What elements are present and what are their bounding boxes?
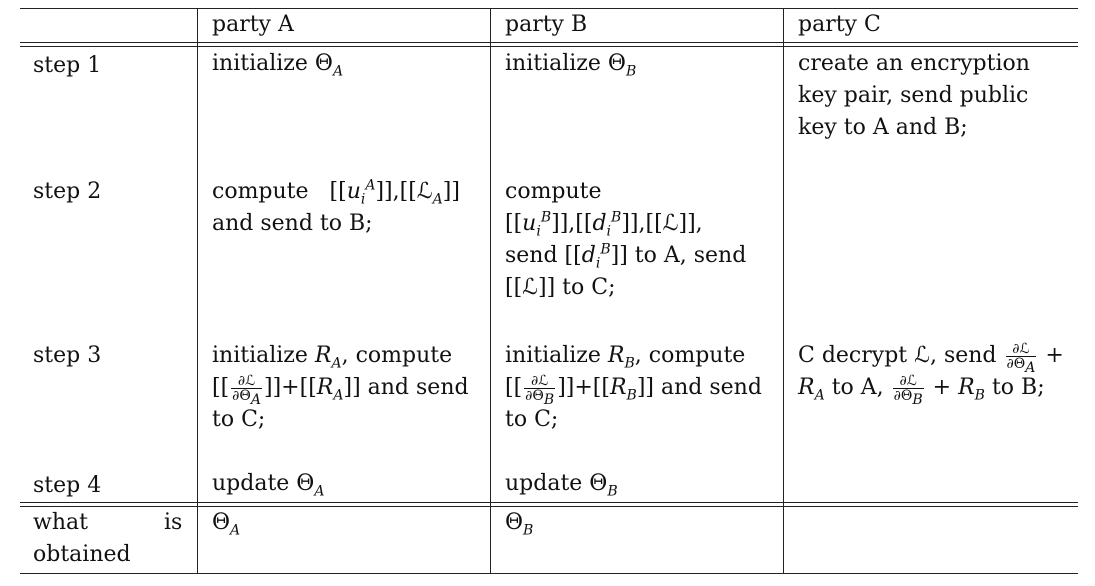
step1-party-c: create an encryption key pair, send publ… <box>798 51 1030 140</box>
footer-party-a: ΘA <box>212 510 241 539</box>
row-label-step3: step 3 <box>33 343 102 368</box>
col-divider-3 <box>783 8 784 574</box>
step3-party-a: initialize RA, compute [[∂ℒ∂ΘA]]+[[RA]] … <box>212 343 469 432</box>
step2-party-b: compute [[uiB]],[[diB]],[[ℒ]], send [[di… <box>505 179 747 300</box>
header-party-c: party C <box>798 12 881 37</box>
footer-rule-2 <box>20 506 1078 507</box>
step4-party-b: update ΘB <box>505 471 618 500</box>
col-divider-2 <box>490 8 491 574</box>
bottom-rule <box>20 573 1078 574</box>
footer-rule-1 <box>20 502 1078 503</box>
step3-party-c: C decrypt ℒ, send ∂ℒ∂ΘA + RA to A, ∂ℒ∂ΘB… <box>798 340 1064 408</box>
row-label-step2: step 2 <box>33 179 102 204</box>
top-rule <box>20 8 1078 9</box>
header-party-a: party A <box>212 12 294 37</box>
header-party-b: party B <box>505 12 588 37</box>
step4-party-a: update ΘA <box>212 471 325 500</box>
col-divider-1 <box>197 8 198 574</box>
step2-party-a: compute [[uiA]],[[ℒA]] and send to B; <box>212 177 460 236</box>
step1-party-a: initialize ΘA <box>212 51 344 80</box>
header-rule-2 <box>20 46 1078 47</box>
footer-label-obtained: obtained <box>33 542 131 567</box>
row-label-step4: step 4 <box>33 473 102 498</box>
header-rule-1 <box>20 42 1078 43</box>
row-label-step1: step 1 <box>33 53 102 78</box>
step3-party-b: initialize RB, compute [[∂ℒ∂ΘB]]+[[RB]] … <box>505 343 762 432</box>
footer-label-is: is <box>164 510 183 535</box>
footer-party-b: ΘB <box>505 510 534 539</box>
footer-label-what: what <box>33 510 88 535</box>
step1-party-b: initialize ΘB <box>505 51 637 80</box>
